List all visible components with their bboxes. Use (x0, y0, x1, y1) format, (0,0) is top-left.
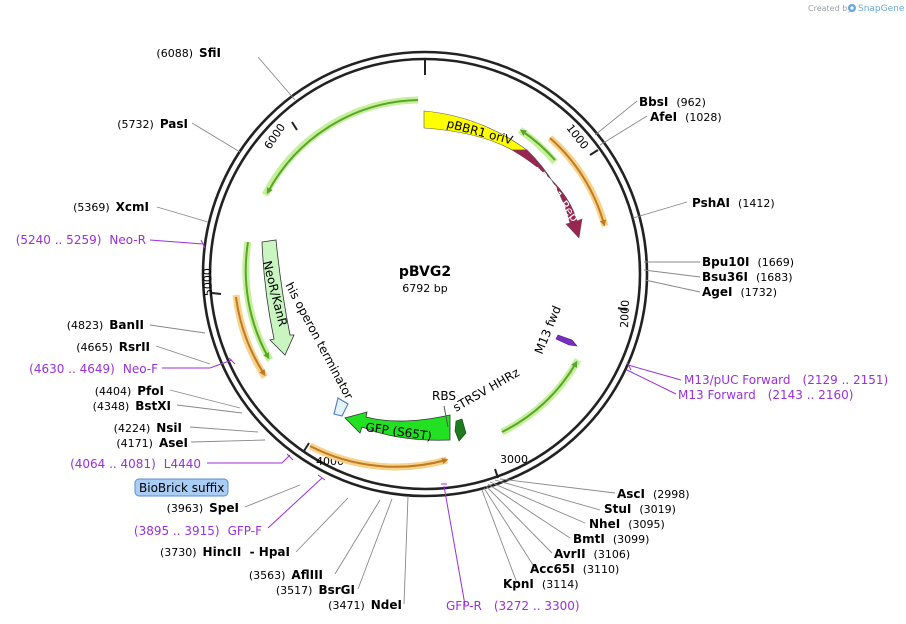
credit-prefix: Created by (808, 4, 852, 13)
site-asci[interactable]: AscI(2998) (617, 487, 690, 501)
site-bmti[interactable]: BmtI(3099) (573, 532, 649, 546)
arc-bottom-orange (308, 442, 449, 471)
tick-label-1000: 1000 (564, 122, 591, 152)
site-kpni[interactable]: KpnI(3114) (503, 577, 578, 591)
site-leaders (149, 56, 701, 605)
feature-terminator-mark[interactable] (333, 397, 349, 417)
primer-m13-forward[interactable]: M13 Forward(2143 .. 2160) (678, 388, 853, 402)
primer-gfp-f[interactable]: (3895 .. 3915)GFP-F (134, 524, 262, 538)
plasmid-name: pBVG2 (399, 264, 451, 280)
tick-label-2000: 2000 (618, 300, 632, 328)
site-agei[interactable]: AgeI(1732) (702, 285, 777, 299)
feature-gfp[interactable]: GFP (S65T) (344, 411, 451, 443)
primer-neo-r[interactable]: (5240 .. 5259)Neo-R (16, 233, 146, 247)
feature-hhrz[interactable] (454, 418, 467, 442)
site-banii[interactable]: (4823)BanII (67, 318, 144, 332)
site-rsrii[interactable]: (4665)RsrII (76, 340, 150, 354)
primer-neo-f[interactable]: (4630 .. 4649)Neo-F (29, 362, 158, 376)
site-pshai[interactable]: PshAI(1412) (692, 196, 775, 210)
plasmid-size: 6792 bp (402, 282, 447, 295)
site-bsrgi[interactable]: (3517)BsrGI (276, 583, 355, 597)
site-afliii[interactable]: (3563)AflIII (249, 568, 323, 582)
feature-biobrick[interactable]: BioBrick suffix (134, 478, 229, 497)
site-spei[interactable]: (3963)SpeI (167, 501, 239, 515)
feature-label-rbs: RBS (432, 389, 456, 403)
arc-rep-promoter (517, 127, 558, 165)
primer-labels: (5240 .. 5259)Neo-R (4630 .. 4649)Neo-F … (16, 233, 889, 613)
site-avrii[interactable]: AvrII(3106) (554, 547, 630, 561)
primer-leaders (149, 239, 682, 606)
site-bsu36i[interactable]: Bsu36I(1683) (702, 270, 793, 284)
arc-neo-green (242, 241, 274, 362)
site-xcmi[interactable]: (5369)XcmI (73, 200, 149, 214)
site-stui[interactable]: StuI(3019) (604, 502, 676, 516)
tick-label-3000: 3000 (500, 453, 528, 466)
site-ndei[interactable]: (3471)NdeI (328, 598, 402, 612)
feature-label-oriv: pBBR1 oriV (445, 116, 515, 147)
site-pfoi[interactable]: (4404)PfoI (95, 384, 164, 398)
feature-m13fwd[interactable] (555, 334, 578, 347)
site-pasi[interactable]: (5732)PasI (117, 117, 188, 131)
site-sfii[interactable]: (6088)SfiI (156, 46, 221, 60)
tick-label-5000: 5000 (201, 268, 215, 296)
tick-label-6000: 6000 (262, 121, 288, 151)
arc-neo-orange (232, 294, 268, 379)
snapgene-logo-icon (848, 4, 856, 12)
site-hincii-hpai[interactable]: (3730)HincII - HpaI (160, 545, 290, 559)
site-bbsi[interactable]: BbsI(962) (639, 95, 706, 109)
site-labels: (6088)SfiI (5732)PasI (5369)XcmI (4823)B… (67, 46, 794, 612)
primer-m13-puc-forward[interactable]: M13/pUC Forward(2129 .. 2151) (684, 373, 888, 387)
site-asei[interactable]: (4171)AseI (116, 436, 188, 450)
feature-label-rep: pBBR1 Rep (530, 163, 582, 224)
arc-bottom-right (500, 358, 582, 436)
arc-right-orange (547, 135, 609, 227)
site-bpu10i[interactable]: Bpu10I(1669) (702, 255, 794, 269)
primer-gfp-r[interactable]: GFP-R(3272 .. 3300) (446, 599, 580, 613)
feature-label-biobrick: BioBrick suffix (139, 481, 224, 495)
site-afei[interactable]: AfeI(1028) (650, 110, 722, 124)
arc-top-left (261, 96, 419, 197)
site-bstxi[interactable]: (4348)BstXI (93, 399, 171, 413)
feature-label-m13fwd: M13 fwd (532, 304, 564, 356)
feature-arcs (232, 96, 609, 471)
feature-label-hhrz: sTRSV HHRz (451, 365, 522, 414)
site-nsii[interactable]: (4224)NsiI (114, 421, 182, 435)
feature-label-terminator: his operon terminator (282, 280, 356, 402)
site-nhei[interactable]: NheI(3095) (589, 517, 665, 531)
credit-brand: SnapGene (858, 4, 905, 14)
tick-marks (211, 59, 628, 479)
feature-label-neo: NeoR/KanR (260, 259, 290, 327)
feature-oriv[interactable]: pBBR1 oriV (423, 110, 528, 151)
site-acc65i[interactable]: Acc65I(3110) (530, 562, 619, 576)
primer-l4440[interactable]: (4064 .. 4081)L4440 (70, 457, 201, 471)
